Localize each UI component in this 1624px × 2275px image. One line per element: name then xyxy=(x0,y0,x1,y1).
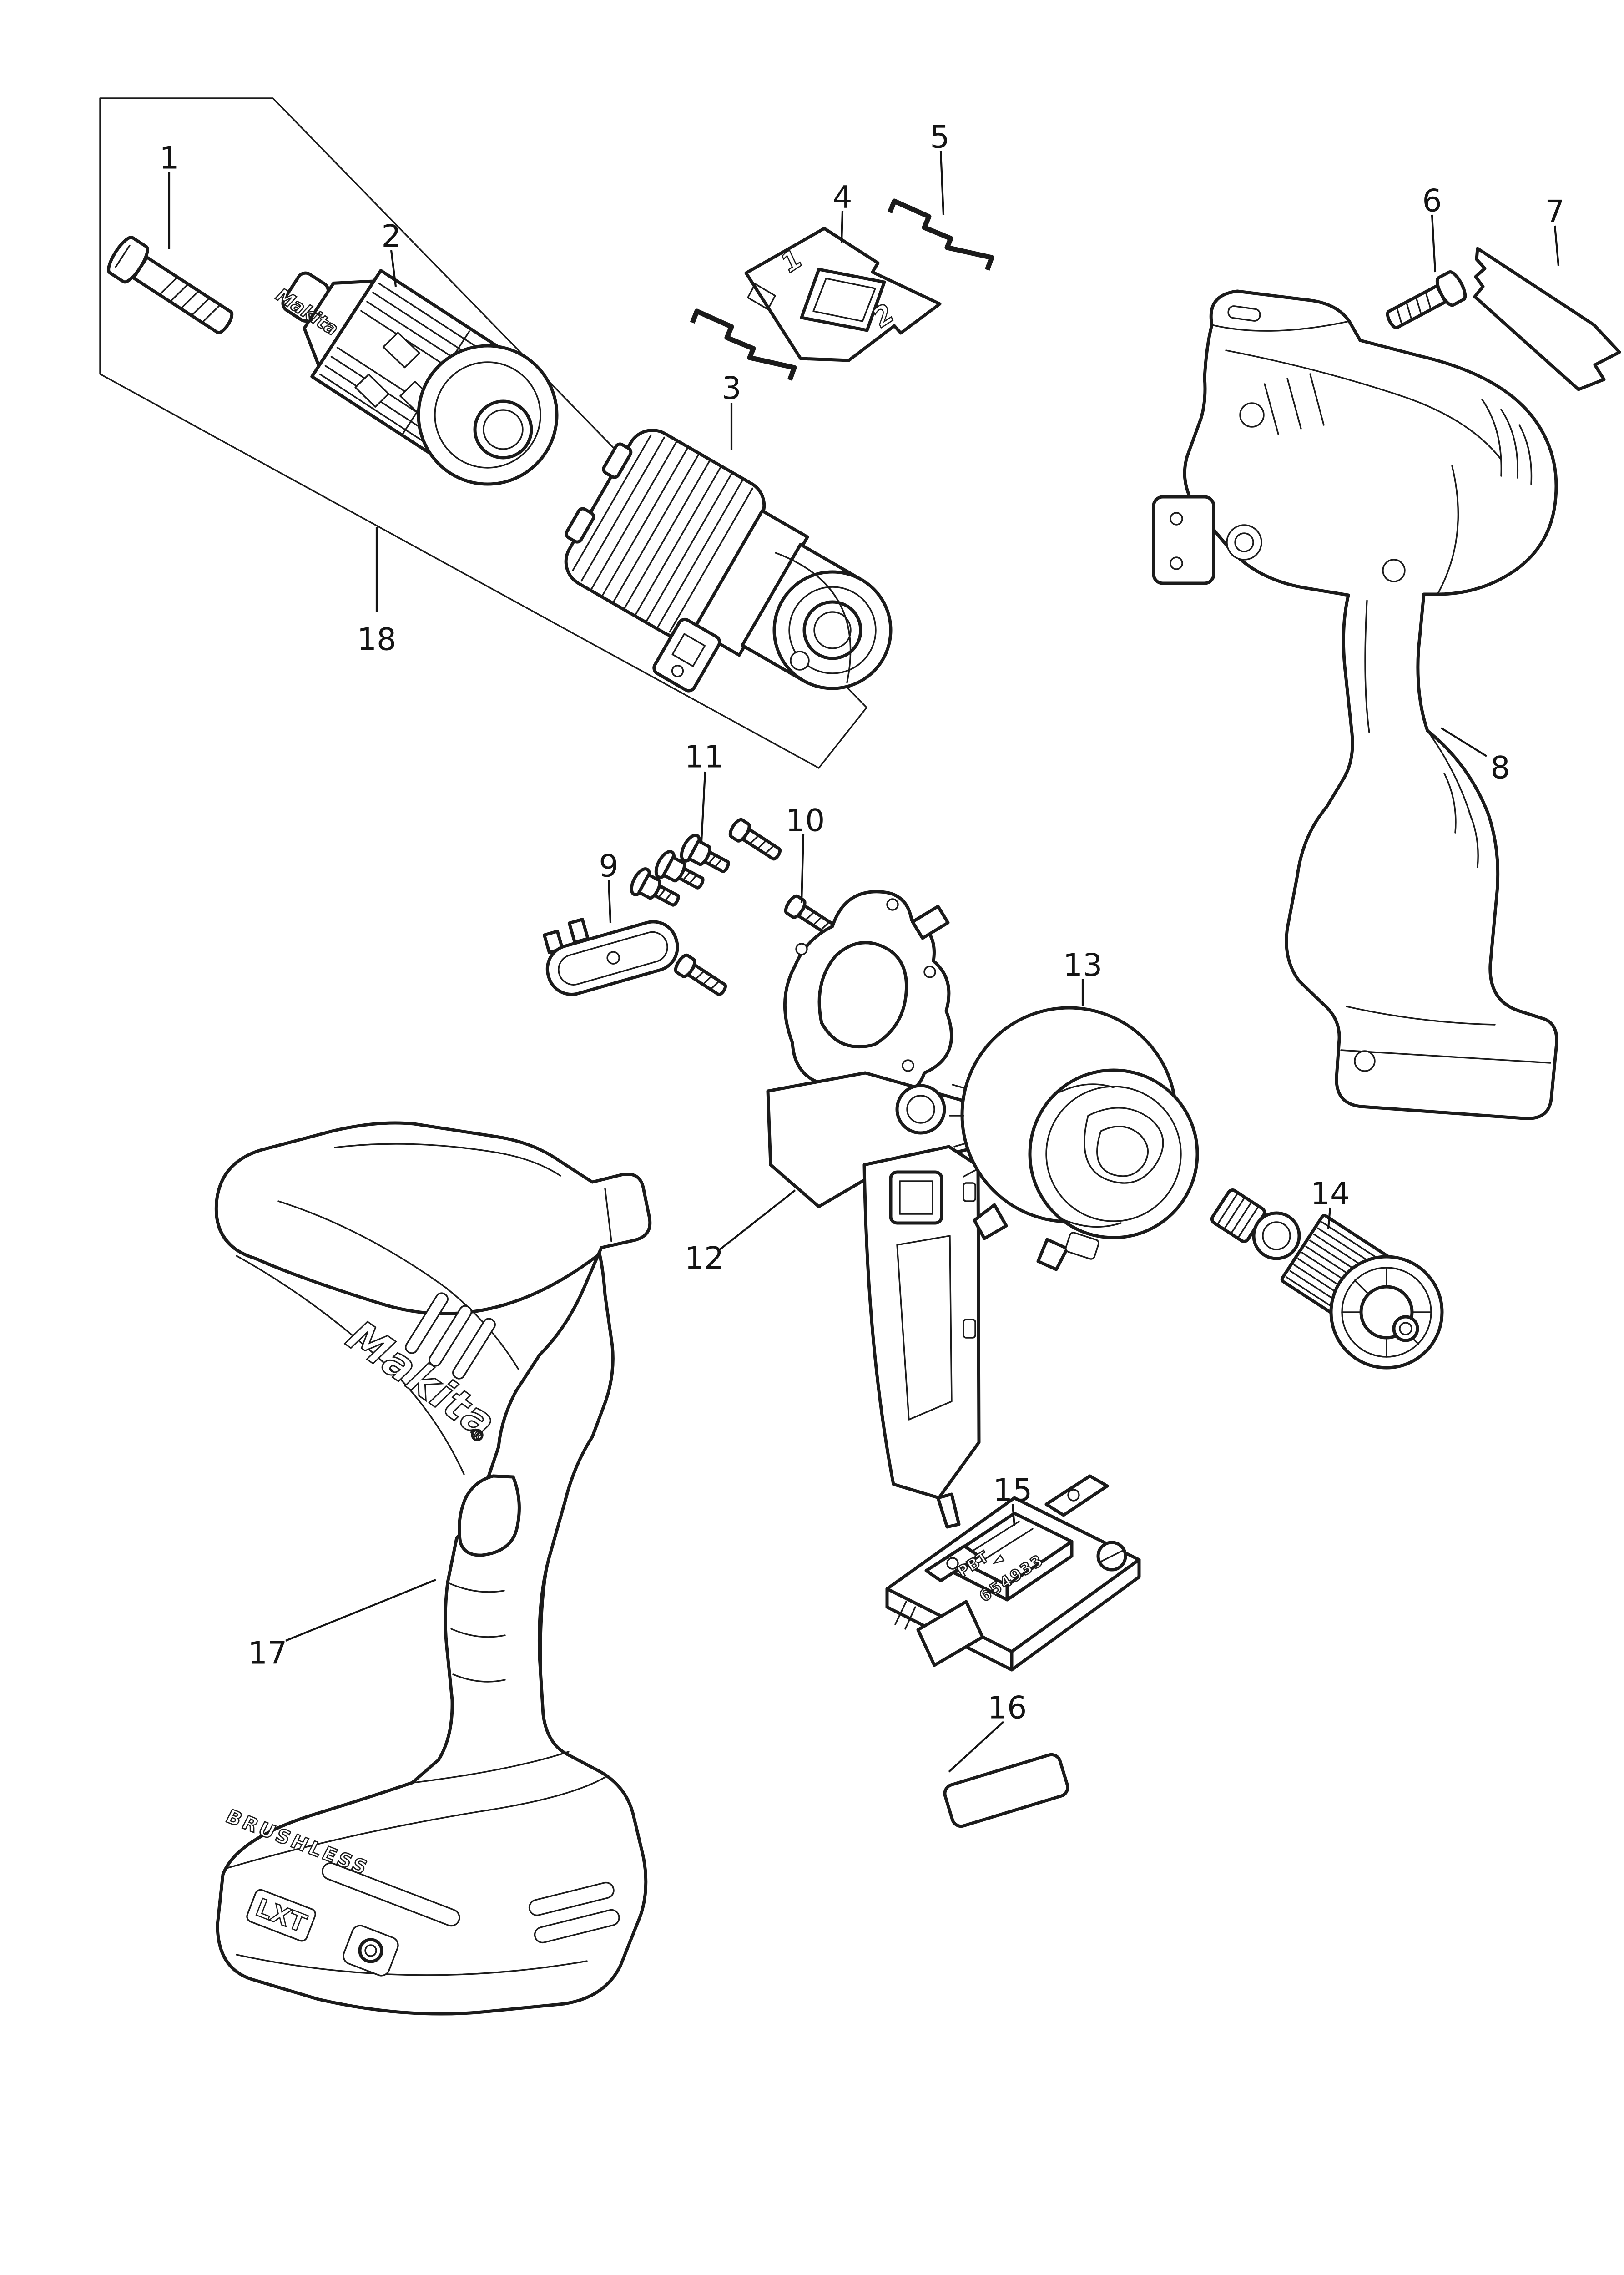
leader-line-9 xyxy=(607,880,612,923)
screw-threads xyxy=(158,276,221,324)
callout-7: 7 xyxy=(1545,194,1565,266)
lamp-lens xyxy=(358,1938,383,1963)
leader-line-5 xyxy=(939,151,945,215)
callout-3: 3 xyxy=(721,371,741,450)
part-number-12: 12 xyxy=(685,1241,724,1277)
part-number-18: 18 xyxy=(357,622,397,658)
part-housing-left-half: Makita ® BRUSHLESS LXT xyxy=(214,1121,652,2016)
stator-coils xyxy=(1059,1083,1164,1228)
part-tapping-screw xyxy=(1386,270,1467,329)
callout-12: 12 xyxy=(685,1189,796,1277)
callout-4: 4 xyxy=(832,180,852,243)
part-number-14: 14 xyxy=(1311,1176,1350,1212)
part-number-5: 5 xyxy=(930,120,949,156)
part-screw-set xyxy=(630,834,730,907)
leader-line-6 xyxy=(1431,214,1437,273)
callout-14: 14 xyxy=(1311,1176,1350,1229)
callout-17: 17 xyxy=(248,1579,436,1672)
callout-9: 9 xyxy=(599,849,619,923)
part-change-lever-upper xyxy=(887,198,994,271)
screw-threads xyxy=(1396,291,1432,326)
leader-line-10 xyxy=(800,834,805,903)
part-drill-chuck: Makita xyxy=(270,269,559,486)
leader-line-17 xyxy=(285,1579,436,1642)
housing-left-details xyxy=(216,1143,612,1976)
leader-line-8 xyxy=(1440,727,1488,757)
callout-5: 5 xyxy=(930,120,950,215)
leader-line-14 xyxy=(1327,1207,1331,1229)
leader-line-7 xyxy=(1553,225,1560,266)
part-pan-head-screws xyxy=(674,818,837,996)
leader-line-12 xyxy=(718,1189,796,1251)
leader-line-15 xyxy=(1011,1504,1016,1527)
part-number-4: 4 xyxy=(832,180,852,216)
leader-line-16 xyxy=(948,1721,1004,1773)
part-number-17: 17 xyxy=(248,1636,287,1672)
callout-10: 10 xyxy=(786,803,825,903)
part-housing-right-half xyxy=(1152,289,1558,1120)
part-chuck-assembly-boundary xyxy=(99,97,867,769)
part-rotor-with-fan xyxy=(1210,1188,1444,1370)
callout-11: 11 xyxy=(685,739,724,842)
part-change-lever-lower xyxy=(690,308,797,381)
part-number-10: 10 xyxy=(786,803,825,839)
part-number-2: 2 xyxy=(381,219,401,255)
part-number-6: 6 xyxy=(1422,183,1442,219)
part-number-1: 1 xyxy=(159,141,179,177)
callout-1: 1 xyxy=(159,141,179,249)
housing-front-tab xyxy=(1152,495,1215,585)
part-number-13: 13 xyxy=(1063,948,1103,984)
part-selector-base-plate: 1 2 xyxy=(744,227,942,362)
part-serial-label xyxy=(943,1753,1069,1828)
stator-ribs xyxy=(949,1084,976,1178)
part-number-11: 11 xyxy=(685,739,724,775)
callouts: 1 2 3 4 5 6 7 8 xyxy=(159,120,1565,1773)
trigger-outline xyxy=(458,1474,521,1557)
callout-2: 2 xyxy=(381,219,401,287)
part-switch-unit xyxy=(766,890,1069,1529)
callout-18: 18 xyxy=(357,527,397,658)
part-number-9: 9 xyxy=(599,849,618,885)
part-chuck-screw xyxy=(107,236,234,334)
callout-8: 8 xyxy=(1440,727,1510,786)
part-number-15: 15 xyxy=(993,1473,1033,1509)
housing-right-details xyxy=(1211,305,1551,1064)
part-terminal-block: PBT ◄ 654933 xyxy=(885,1474,1141,1672)
leader-line-2 xyxy=(390,250,397,287)
callout-16: 16 xyxy=(948,1690,1027,1773)
fan-spokes xyxy=(1341,1267,1432,1358)
part-number-7: 7 xyxy=(1545,194,1564,230)
part-slide-button xyxy=(542,918,679,996)
callout-15: 15 xyxy=(993,1473,1033,1527)
part-gear-assembly xyxy=(564,429,893,693)
gear-housing-ribs xyxy=(572,434,753,633)
leader-line-11 xyxy=(700,771,706,842)
part-number-16: 16 xyxy=(988,1690,1027,1726)
callout-13: 13 xyxy=(1063,948,1103,1006)
part-number-3: 3 xyxy=(721,371,741,407)
callout-6: 6 xyxy=(1422,183,1442,273)
part-stator xyxy=(949,1006,1199,1271)
part-indication-label xyxy=(1473,247,1621,391)
part-number-8: 8 xyxy=(1490,750,1510,786)
